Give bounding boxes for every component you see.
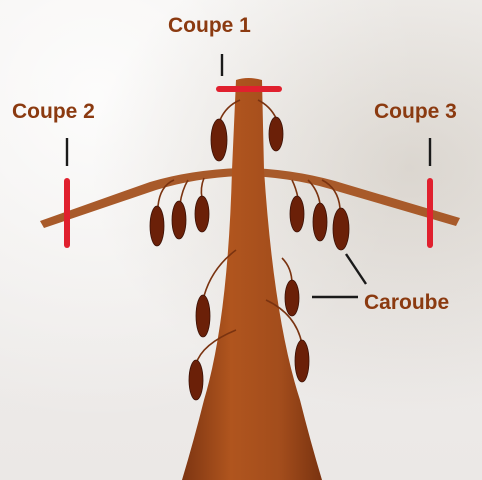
cut-mark-3 <box>427 178 433 248</box>
carob-pod <box>196 295 210 337</box>
carob-pod <box>189 360 203 400</box>
label-cut-2: Coupe 2 <box>12 100 95 123</box>
cut-mark-1 <box>216 86 282 92</box>
carob-pod <box>150 206 164 246</box>
label-cut-1: Coupe 1 <box>168 14 251 37</box>
carob-pod <box>195 196 209 232</box>
cut-mark-2 <box>64 178 70 248</box>
carob-pod <box>269 117 283 151</box>
carob-pod <box>285 280 299 316</box>
carob-pod <box>290 196 304 232</box>
carob-pod <box>313 203 327 241</box>
carob-pod <box>333 208 349 250</box>
carob-pod <box>295 340 309 382</box>
label-pod: Caroube <box>364 291 449 314</box>
carob-pod <box>172 201 186 239</box>
leader-pod-1 <box>346 254 366 284</box>
trunk <box>182 78 322 480</box>
label-cut-3: Coupe 3 <box>374 100 457 123</box>
carob-pod <box>211 119 227 161</box>
